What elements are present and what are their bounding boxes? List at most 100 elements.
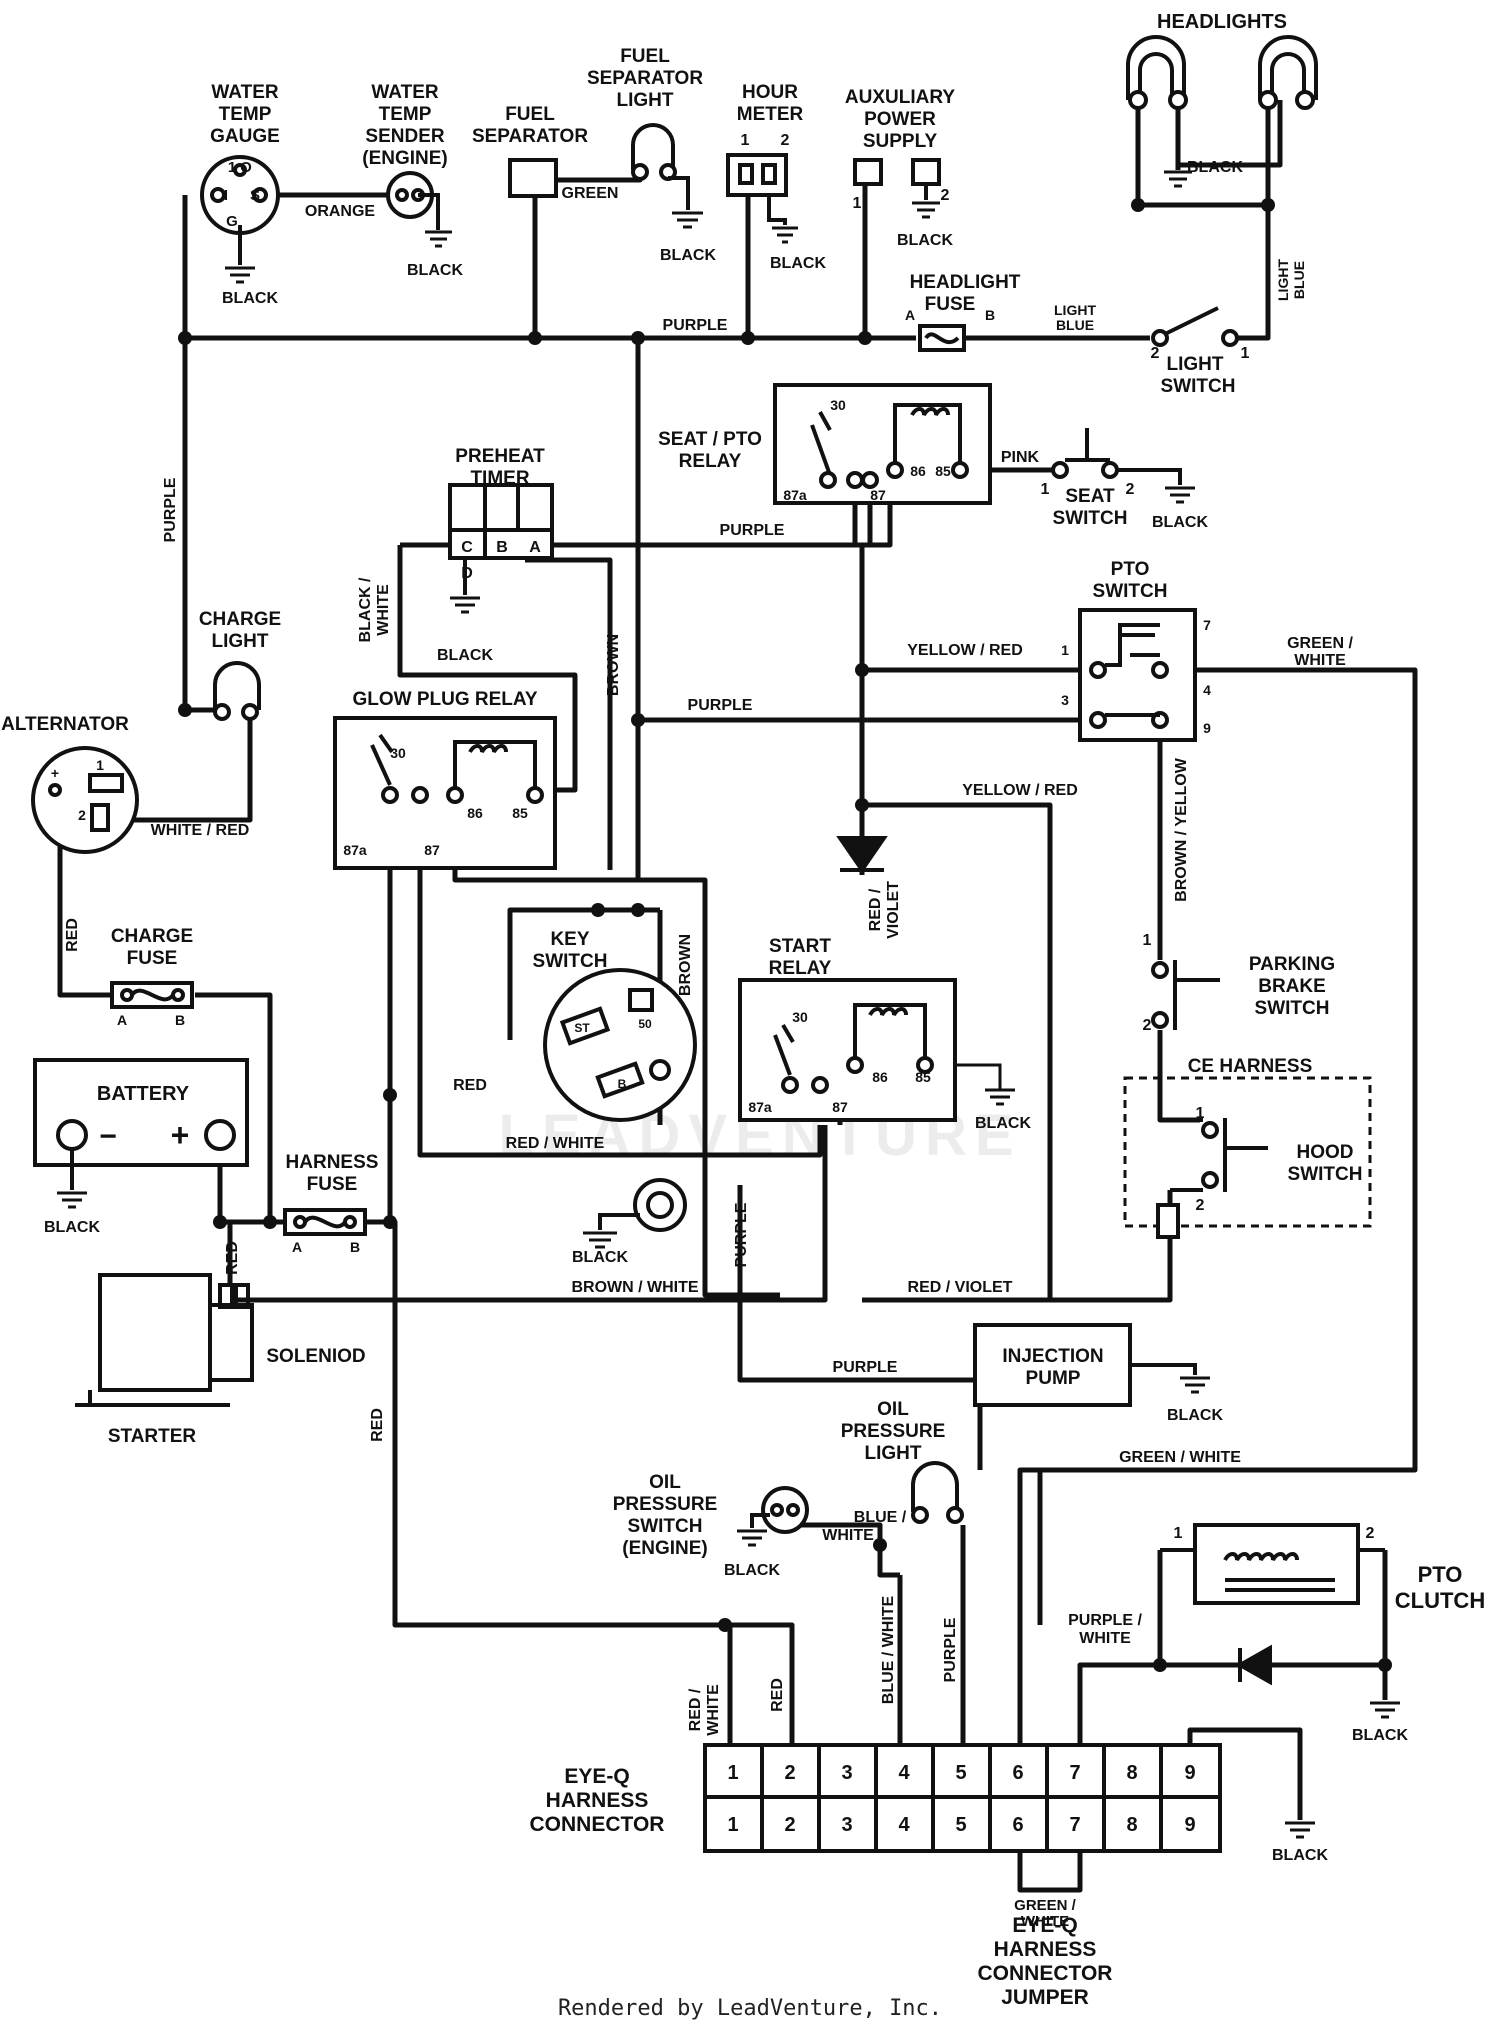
oil-pressure-switch <box>750 1486 809 1534</box>
svg-text:RED: RED <box>769 1678 786 1712</box>
svg-text:PRESSURE: PRESSURE <box>613 1494 718 1515</box>
headlights <box>1126 35 1318 110</box>
svg-text:RELAY: RELAY <box>679 451 742 472</box>
svg-text:TEMP: TEMP <box>379 104 432 125</box>
svg-text:BLACK: BLACK <box>1187 159 1243 176</box>
svg-text:PINK: PINK <box>1001 449 1040 466</box>
svg-text:HOOD: HOOD <box>1297 1142 1354 1163</box>
label-fuel-separator-light: FUEL SEPARATOR LIGHT <box>587 46 703 111</box>
svg-text:8: 8 <box>1126 1814 1137 1836</box>
svg-text:85: 85 <box>512 805 528 821</box>
svg-text:RED: RED <box>453 1077 487 1094</box>
start-purple <box>737 1185 983 1470</box>
label-eyeq-jumper: EYE-Q HARNESS CONNECTOR JUMPER <box>978 1914 1113 2009</box>
svg-text:GREEN: GREEN <box>562 185 619 202</box>
svg-text:GAUGE: GAUGE <box>210 126 280 147</box>
svg-text:6: 6 <box>1012 1814 1023 1836</box>
svg-text:WATER: WATER <box>211 82 278 103</box>
svg-text:ST: ST <box>574 1021 590 1035</box>
label-ce-harness: CE HARNESS <box>1188 1056 1313 1077</box>
light-blue-to-switch <box>1232 185 1271 341</box>
svg-text:2: 2 <box>1126 481 1135 498</box>
svg-text:LIGHT: LIGHT <box>865 1443 922 1464</box>
svg-text:A: A <box>292 1239 302 1255</box>
svg-text:HARNESS: HARNESS <box>286 1152 379 1173</box>
label-water-temp-gauge: WATER TEMP GAUGE <box>210 82 280 147</box>
svg-text:EYE-Q: EYE-Q <box>1012 1914 1077 1937</box>
svg-text:RED: RED <box>64 918 81 952</box>
injection-pump <box>973 1323 1132 1407</box>
svg-text:BLACK: BLACK <box>975 1115 1031 1132</box>
label-preheat-timer: PREHEAT TIMER <box>455 446 545 489</box>
svg-text:BLUE /: BLUE / <box>854 1509 907 1526</box>
svg-text:PTO: PTO <box>1418 1562 1463 1587</box>
label-light-switch: LIGHT SWITCH <box>1161 354 1236 397</box>
label-start-relay: START RELAY <box>769 936 832 979</box>
svg-text:7: 7 <box>1203 617 1211 633</box>
svg-text:BLUE / WHITE: BLUE / WHITE <box>880 1595 897 1704</box>
svg-text:RED /: RED / <box>867 888 884 931</box>
svg-text:BLACK: BLACK <box>222 290 278 307</box>
svg-text:BLACK: BLACK <box>897 232 953 249</box>
pto-switch <box>1078 608 1197 742</box>
svg-text:SWITCH: SWITCH <box>1053 508 1128 529</box>
svg-text:EYE-Q: EYE-Q <box>564 1765 629 1788</box>
svg-text:1: 1 <box>1241 345 1250 362</box>
alternator <box>31 746 139 854</box>
svg-text:BROWN: BROWN <box>605 634 622 696</box>
key-switch <box>543 968 697 1122</box>
svg-text:SENDER: SENDER <box>365 126 444 147</box>
label-headlight-fuse: HEADLIGHT FUSE <box>910 272 1021 315</box>
starter-solenoid <box>75 1273 254 1407</box>
eyeq-9-gnd <box>1187 1727 1303 1820</box>
svg-text:2: 2 <box>784 1814 795 1836</box>
svg-text:A: A <box>529 539 541 556</box>
charge-light <box>213 661 261 721</box>
oil-pressure-light <box>911 1461 964 1524</box>
svg-text:BROWN / WHITE: BROWN / WHITE <box>571 1279 698 1296</box>
svg-text:4: 4 <box>1203 682 1211 698</box>
svg-text:87: 87 <box>832 1099 848 1115</box>
svg-text:30: 30 <box>390 745 406 761</box>
pto-clutch-1 <box>1077 1550 1163 1745</box>
charge-fuse-out <box>195 992 273 1222</box>
svg-text:5: 5 <box>955 1814 966 1836</box>
svg-text:1: 1 <box>1061 642 1069 658</box>
eyeq-red <box>745 1622 795 1745</box>
svg-text:86: 86 <box>467 805 483 821</box>
start-button-ground <box>598 1178 687 1232</box>
svg-text:CLUTCH: CLUTCH <box>1395 1588 1485 1613</box>
charge-fuse <box>110 981 194 1009</box>
headlight-fuse <box>918 324 966 352</box>
svg-text:SUPPLY: SUPPLY <box>863 131 938 152</box>
label-eyeq-connector: EYE-Q HARNESS CONNECTOR <box>530 1765 665 1836</box>
label-hour-meter: HOUR METER <box>737 82 804 125</box>
svg-text:BLACK: BLACK <box>770 255 826 272</box>
svg-text:LIGHT: LIGHT <box>1054 302 1096 318</box>
svg-text:PURPLE: PURPLE <box>942 1617 959 1682</box>
svg-text:1: 1 <box>96 757 104 773</box>
svg-text:FUEL: FUEL <box>620 46 670 67</box>
glow-87 <box>417 795 823 1158</box>
svg-text:A: A <box>905 307 915 323</box>
svg-text:G: G <box>226 213 238 230</box>
svg-text:85: 85 <box>935 463 951 479</box>
svg-text:METER: METER <box>737 104 804 125</box>
svg-text:PURPLE: PURPLE <box>720 522 785 539</box>
svg-text:+: + <box>51 765 59 781</box>
svg-text:WHITE: WHITE <box>1021 1913 1069 1930</box>
svg-text:7: 7 <box>1069 1762 1080 1784</box>
label-glow-plug-relay: GLOW PLUG RELAY <box>352 689 537 710</box>
svg-text:HEADLIGHT: HEADLIGHT <box>910 272 1021 293</box>
label-parking-brake: PARKING BRAKE SWITCH <box>1249 954 1335 1019</box>
label-hood-switch: HOOD SWITCH <box>1288 1142 1363 1185</box>
svg-text:B: B <box>618 1077 627 1091</box>
svg-text:1: 1 <box>1196 1105 1205 1122</box>
parking-brake-switch <box>1151 960 1220 1030</box>
svg-text:2: 2 <box>1151 345 1160 362</box>
ce-harness <box>1123 1076 1372 1239</box>
svg-text:3: 3 <box>1061 692 1069 708</box>
footer-credit: Rendered by LeadVenture, Inc. <box>557 1996 943 2021</box>
yellow-red-down <box>862 802 1053 1300</box>
svg-text:B: B <box>496 539 508 556</box>
